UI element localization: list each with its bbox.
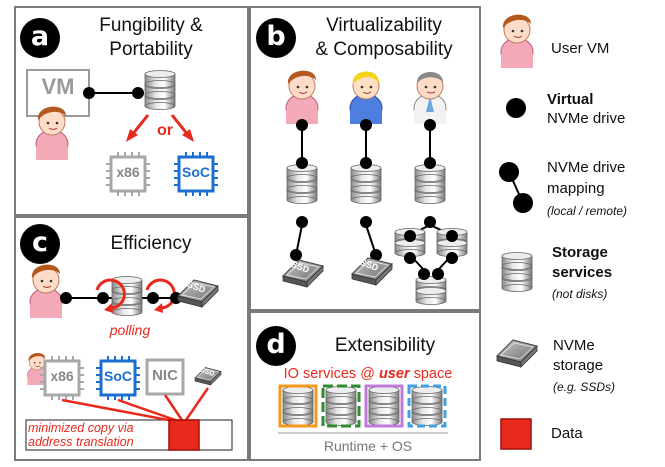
x86-label: x86 — [116, 164, 140, 180]
legend-data-icon — [500, 418, 532, 450]
soc-label: SoC — [182, 164, 210, 180]
user-vm-icon-c — [29, 264, 63, 319]
data-block — [168, 419, 200, 451]
legend-storage-note: (not disks) — [552, 287, 608, 301]
vm-label: VM — [41, 74, 75, 99]
panel-d-badge: d — [256, 326, 296, 366]
runtime-label: Runtime + OS — [323, 438, 413, 454]
panel-b-badge: b — [256, 18, 296, 58]
storage-service-icon — [145, 71, 175, 110]
panel-a-badge: a — [20, 18, 60, 58]
io-service-green — [321, 384, 361, 428]
io-user: user — [378, 366, 410, 382]
legend-virtual-rest: NVMe drive — [547, 110, 626, 127]
legend-mapping-line2: mapping — [547, 180, 605, 197]
panel-c-badge: c — [20, 224, 60, 264]
user-vm-icon-1 — [285, 70, 319, 125]
virtual-nvme-drive-icon — [83, 87, 95, 99]
polling-label: polling — [109, 322, 151, 338]
legend-nvme-note: (e.g. SSDs) — [553, 380, 616, 394]
copy-note-line1: minimized copy via — [28, 421, 134, 435]
legend-ssd-icon — [496, 339, 538, 368]
legend-user-vm-icon — [500, 14, 534, 69]
legend-data: Data — [551, 425, 583, 442]
panel-a-title-line1: Fungibility & — [99, 15, 203, 36]
legend-mapping-line1: NVMe drive — [547, 159, 626, 176]
legend-mapping-note: (local / remote) — [547, 204, 628, 218]
legend-mapping-icon — [513, 193, 533, 213]
panel-a-title-line2: Portability — [109, 39, 193, 60]
legend-storage-line2: services — [552, 264, 613, 281]
copy-note-line2: address translation — [28, 435, 134, 449]
panel-b-title-line2: & Composability — [315, 39, 453, 60]
io-service-blue — [407, 384, 447, 428]
user-vm-icon-3 — [413, 71, 447, 125]
panel-d-title: Extensibility — [334, 335, 436, 356]
panel-c-title: Efficiency — [110, 233, 192, 254]
legend-user-vm: User VM — [551, 40, 610, 57]
io-services-label: IO services @ user space — [262, 366, 474, 382]
legend-storage-line1: Storage — [552, 244, 608, 261]
legend-nvme-line1: NVMe — [553, 337, 595, 354]
legend-virtual-drive-icon — [506, 98, 526, 118]
panel-b-title-line1: Virtualizability — [326, 15, 442, 36]
soc-label-c: SoC — [104, 368, 132, 384]
nic-label: NIC — [152, 367, 178, 384]
io-service-purple — [364, 384, 404, 428]
x86-label-c: x86 — [50, 368, 74, 384]
or-label: or — [157, 122, 173, 139]
io-suffix: space — [409, 366, 453, 382]
legend-storage-icon — [502, 253, 532, 292]
legend-nvme-line2: storage — [553, 357, 604, 374]
user-vm-icon-2 — [349, 70, 383, 125]
io-prefix: IO services @ — [283, 366, 379, 382]
nic-box — [145, 358, 185, 396]
legend-virtual-bold: Virtual — [547, 91, 594, 108]
io-service-orange — [278, 384, 318, 428]
user-vm-icon — [35, 106, 69, 161]
